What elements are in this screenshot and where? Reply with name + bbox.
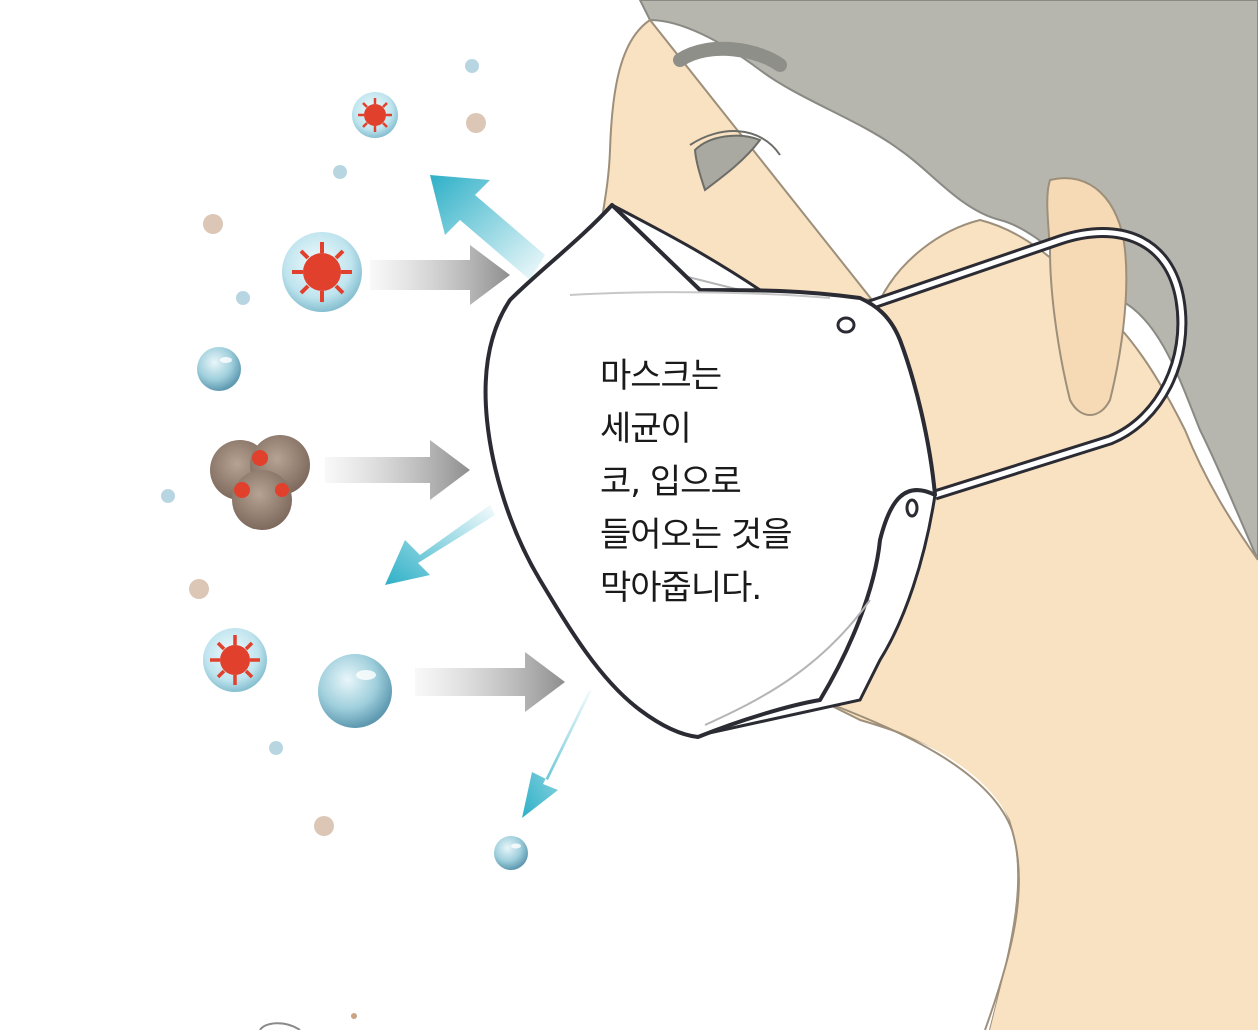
virus-droplet-icon (352, 92, 398, 138)
water-droplet-icon (269, 741, 283, 755)
dust-particle-icon (466, 113, 486, 133)
eye (693, 134, 762, 192)
mask-front (483, 203, 937, 739)
mask-upper-seam (569, 291, 831, 299)
dust-virus-cluster-icon (210, 435, 310, 530)
deflected-arrow-bottom (522, 690, 592, 818)
particles (161, 59, 486, 1019)
water-droplet-icon (161, 489, 175, 503)
incoming-arrow-top (370, 245, 510, 305)
caption-line: 마스크는 (600, 356, 722, 396)
water-droplet-icon (236, 291, 250, 305)
dust-particle-icon (351, 1013, 357, 1019)
deflected-arrow-middle (385, 505, 495, 585)
dust-particle-icon (189, 579, 209, 599)
virus-droplet-icon (282, 232, 362, 312)
ear-loop-inner (869, 230, 1185, 498)
water-droplet-icon (318, 654, 392, 728)
caption-line: 코, 입으로 (600, 462, 742, 502)
virus-droplet-icon (203, 628, 267, 692)
eye-lid (689, 130, 781, 156)
incoming-arrow-middle (325, 440, 470, 500)
water-droplet-icon (494, 836, 528, 870)
mask-bottom-fold (704, 599, 871, 726)
water-droplet-icon (465, 59, 479, 73)
mask-caption: 마스크는 세균이 코, 입으로 들어오는 것을 막아줍니다. (600, 350, 792, 615)
mask-rivet-bottom (905, 498, 919, 518)
neck-outline (819, 699, 1020, 1030)
caption-line: 세균이 (600, 409, 692, 449)
incoming-arrow-bottom (415, 652, 565, 712)
dust-particle-icon (203, 214, 223, 234)
water-droplet-icon (197, 347, 241, 391)
mask-rivet-top (836, 316, 856, 334)
deflected-arrow-up (430, 175, 545, 280)
water-droplet-icon (333, 165, 347, 179)
caption-line: 들어오는 것을 (600, 515, 792, 555)
caption-line: 막아줍니다. (600, 568, 762, 608)
eyebrow (673, 41, 787, 72)
hair (638, 0, 1258, 561)
dust-particle-icon (314, 816, 334, 836)
water-droplet-partial (259, 1022, 301, 1030)
neck (820, 560, 1258, 1030)
